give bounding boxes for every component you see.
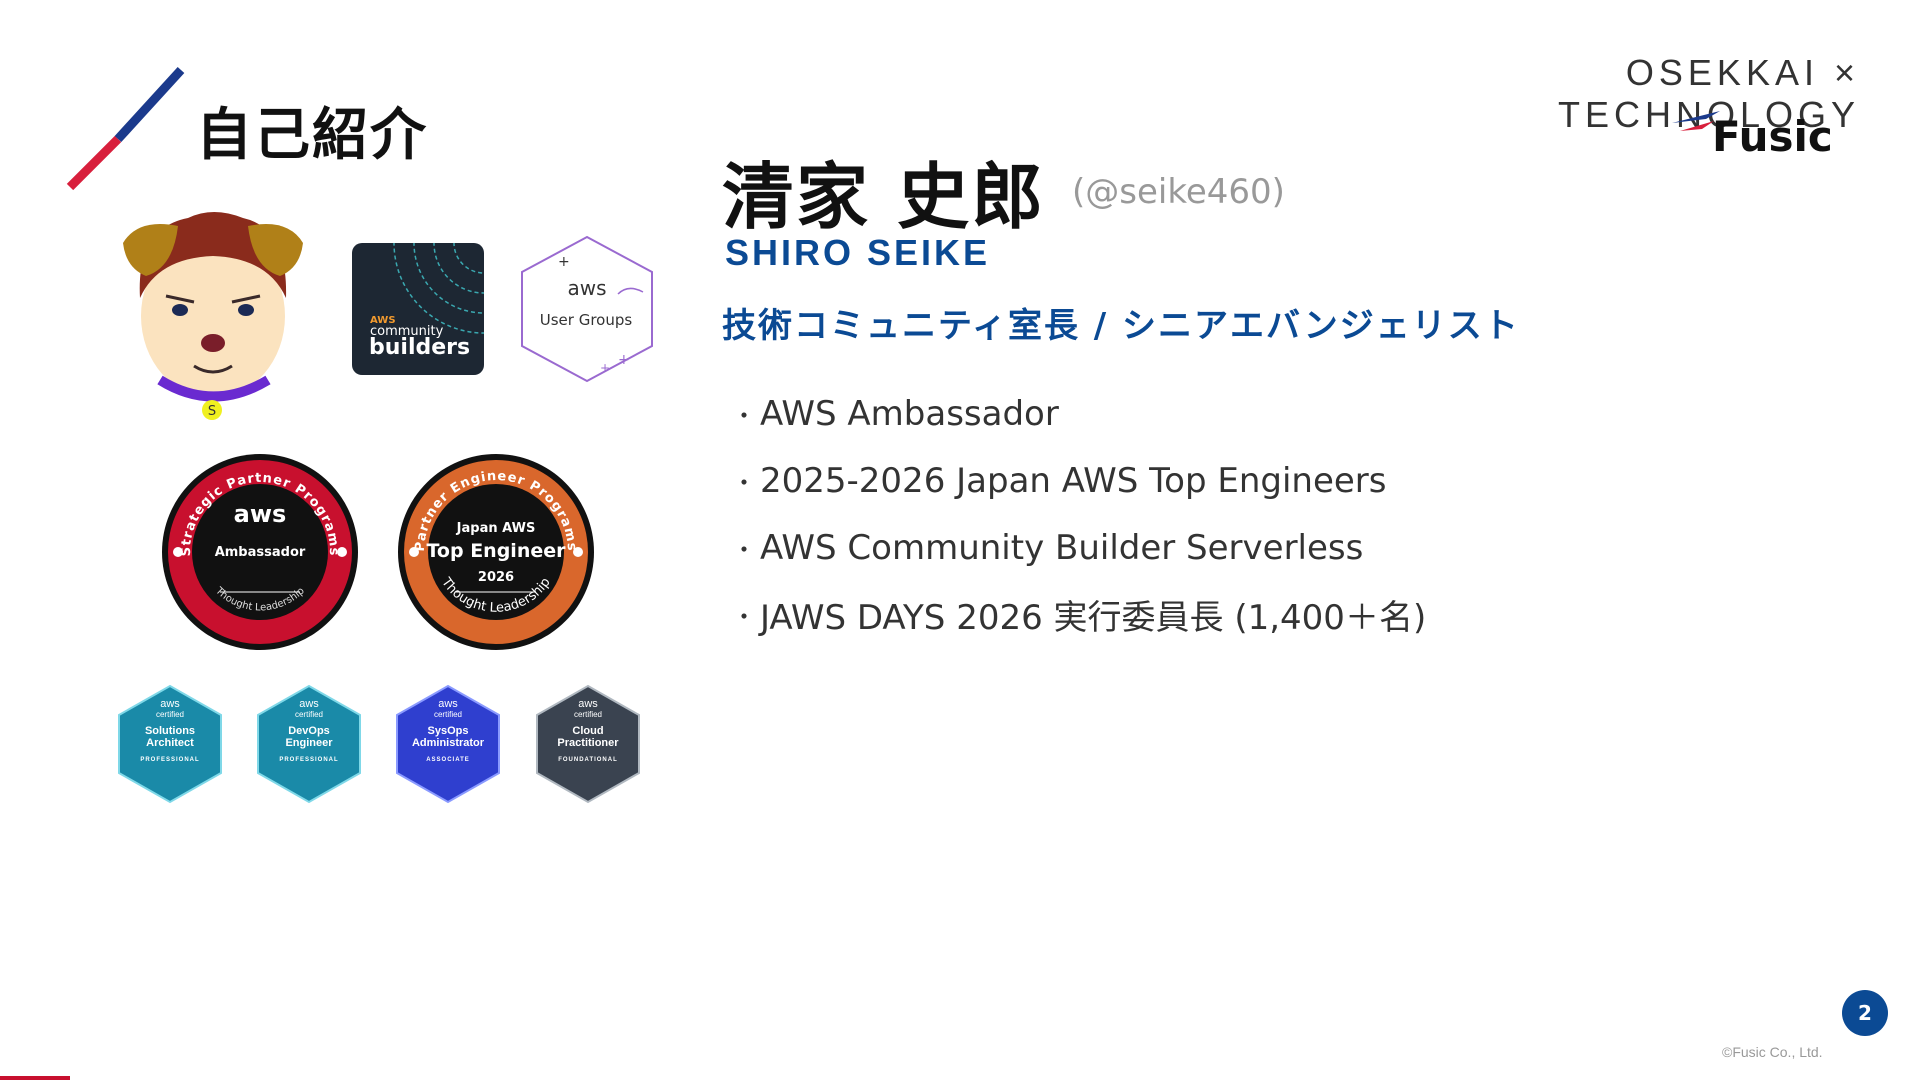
hexagon-icon (396, 684, 500, 804)
achievement-list: ・AWS Ambassador ・2025-2026 Japan AWS Top… (732, 380, 1426, 648)
bullet-icon: ・ (732, 402, 756, 430)
cb-label-aws: AWS (370, 315, 396, 326)
cert-badge-devops-engineer: aws certified DevOps Engineer PROFESSION… (256, 684, 362, 808)
list-item: ・AWS Community Builder Serverless (732, 527, 1364, 568)
ambassador-label: Ambassador (214, 545, 306, 560)
brand-logo-text: Fusic (1712, 112, 1833, 161)
top-engineer-line3: 2026 (477, 570, 515, 585)
user-groups-badge: + + + (521, 235, 653, 383)
list-item: ・2025-2026 Japan AWS Top Engineers (732, 460, 1387, 501)
svg-text:+: + (618, 352, 630, 368)
hexagon-icon (257, 684, 361, 804)
svg-text:+: + (600, 361, 610, 375)
copyright: ©Fusic Co., Ltd. (1722, 1044, 1823, 1060)
footer-accent-bar (0, 1076, 70, 1080)
ug-label-aws: aws (567, 276, 607, 300)
cert-badge-solutions-architect: aws certified Solutions Architect PROFES… (117, 684, 223, 808)
title-slash-decoration (66, 66, 185, 191)
profile-romaji: SHIRO SEIKE (725, 232, 991, 273)
cert-badge-sysops-administrator: aws certified SysOps Administrator ASSOC… (395, 684, 501, 808)
community-builders-badge (352, 243, 484, 375)
dog-avatar-icon: S (123, 212, 303, 420)
top-engineer-line1: Japan AWS (456, 521, 536, 536)
hexagon-icon (536, 684, 640, 804)
bullet-icon: ・ (732, 603, 756, 631)
cb-label-builders: builders (369, 335, 471, 360)
fusic-logo-icon (1672, 111, 1720, 131)
cb-label-community: community (370, 324, 444, 339)
top-engineer-badge: Partner Engineer Programs Thought Leader… (398, 454, 594, 650)
avatar-tag: S (208, 404, 216, 419)
bullet-icon: ・ (732, 536, 756, 564)
profile-role: 技術コミュニティ室長 / シニアエバンジェリスト (722, 306, 1520, 346)
ug-label: User Groups (539, 311, 633, 329)
bullet-icon: ・ (732, 469, 756, 497)
ambassador-badge: Strategic Partner Programs Thought Leade… (162, 454, 358, 650)
cert-badge-cloud-practitioner: aws certified Cloud Practitioner FOUNDAT… (535, 684, 641, 808)
ambassador-aws-logo: aws (233, 500, 287, 528)
profile-name: 清家 史郎 (722, 155, 1046, 239)
profile-handle: (@seike460) (1072, 172, 1285, 212)
list-item: ・JAWS DAYS 2026 実行委員長 (1,400＋名) (732, 598, 1427, 638)
page-title: 自己紹介 (196, 103, 428, 168)
hexagon-icon (118, 684, 222, 804)
list-item: ・AWS Ambassador (732, 393, 1059, 434)
page-number: 2 (1842, 990, 1888, 1036)
svg-text:+: + (558, 254, 570, 270)
top-engineer-line2: Top Engineer (426, 540, 566, 562)
